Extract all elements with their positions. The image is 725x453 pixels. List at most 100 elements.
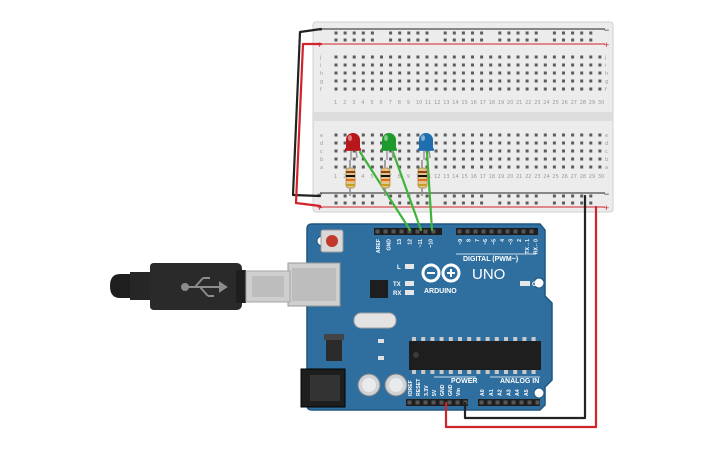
header-pin[interactable] [495,400,500,405]
rail-hole[interactable] [425,194,429,198]
breadboard-hole[interactable] [334,87,338,91]
breadboard-hole[interactable] [534,79,538,83]
breadboard-hole[interactable] [534,141,538,145]
header-pin[interactable] [431,229,436,234]
breadboard-hole[interactable] [543,79,547,83]
breadboard-hole[interactable] [461,87,465,91]
breadboard-hole[interactable] [471,55,474,59]
header-pin[interactable] [431,400,436,405]
breadboard-hole[interactable] [507,149,511,153]
breadboard-hole[interactable] [334,63,338,67]
rail-hole[interactable] [416,31,420,35]
header-pin[interactable] [439,400,444,405]
breadboard-hole[interactable] [480,55,484,59]
rail-hole[interactable] [525,31,529,35]
breadboard-hole[interactable] [589,55,593,59]
breadboard-hole[interactable] [480,157,484,161]
rail-hole[interactable] [389,38,393,42]
breadboard-hole[interactable] [498,63,502,67]
breadboard-hole[interactable] [352,71,356,75]
rail-hole[interactable] [516,201,520,205]
header-pin[interactable] [487,400,492,405]
header-pin[interactable] [383,229,388,234]
breadboard-hole[interactable] [562,71,565,75]
rail-hole[interactable] [425,201,429,205]
breadboard-hole[interactable] [534,55,538,59]
breadboard-hole[interactable] [343,165,347,169]
breadboard-hole[interactable] [370,63,374,67]
breadboard-hole[interactable] [361,165,365,169]
rail-hole[interactable] [398,201,402,205]
breadboard-hole[interactable] [589,133,593,137]
rail-hole[interactable] [498,31,502,35]
breadboard-hole[interactable] [380,55,383,59]
breadboard-hole[interactable] [398,79,402,83]
breadboard-hole[interactable] [443,55,447,59]
breadboard-hole[interactable] [343,141,347,145]
breadboard-hole[interactable] [407,165,411,169]
rail-hole[interactable] [443,194,447,198]
breadboard-hole[interactable] [552,149,556,153]
breadboard-hole[interactable] [525,63,529,67]
header-pin[interactable] [399,229,404,234]
breadboard-hole[interactable] [461,157,465,161]
breadboard-hole[interactable] [334,157,338,161]
header-pin[interactable] [535,400,540,405]
breadboard-hole[interactable] [416,87,420,91]
header-pin[interactable] [503,400,508,405]
header-pin[interactable] [497,229,502,234]
breadboard-hole[interactable] [334,141,338,145]
breadboard-hole[interactable] [380,141,383,145]
header-pin[interactable] [511,400,516,405]
breadboard-hole[interactable] [589,63,593,67]
breadboard-hole[interactable] [416,63,420,67]
breadboard-hole[interactable] [398,55,402,59]
breadboard-hole[interactable] [489,141,493,145]
rail-hole[interactable] [361,201,365,205]
rail-hole[interactable] [461,31,465,35]
breadboard-hole[interactable] [507,133,511,137]
rail-hole[interactable] [580,201,584,205]
breadboard-hole[interactable] [534,165,538,169]
breadboard-hole[interactable] [434,55,438,59]
rail-hole[interactable] [480,31,484,35]
breadboard-hole[interactable] [361,79,365,83]
breadboard-hole[interactable] [452,165,456,169]
rail-hole[interactable] [498,38,502,42]
header-pin[interactable] [407,400,412,405]
rail-hole[interactable] [334,31,338,35]
rail-hole[interactable] [452,31,456,35]
rail-hole[interactable] [507,31,511,35]
rail-hole[interactable] [416,38,420,42]
breadboard-hole[interactable] [498,55,502,59]
breadboard-hole[interactable] [480,87,484,91]
breadboard-hole[interactable] [480,79,484,83]
header-pin[interactable] [513,229,518,234]
rail-hole[interactable] [471,31,474,35]
breadboard-hole[interactable] [425,87,429,91]
breadboard-hole[interactable] [434,87,438,91]
breadboard-hole[interactable] [498,79,502,83]
breadboard-hole[interactable] [516,55,520,59]
breadboard-hole[interactable] [571,55,575,59]
breadboard-hole[interactable] [389,165,393,169]
breadboard-hole[interactable] [516,133,520,137]
rail-hole[interactable] [507,38,511,42]
breadboard-hole[interactable] [416,157,420,161]
led-red[interactable] [345,133,361,160]
breadboard-hole[interactable] [343,55,347,59]
breadboard-hole[interactable] [589,141,593,145]
breadboard-hole[interactable] [389,157,393,161]
rail-hole[interactable] [416,194,420,198]
breadboard-hole[interactable] [516,87,520,91]
breadboard-hole[interactable] [580,55,584,59]
rail-hole[interactable] [425,31,429,35]
breadboard-hole[interactable] [562,63,565,67]
breadboard-hole[interactable] [380,133,383,137]
breadboard-hole[interactable] [389,63,393,67]
breadboard-hole[interactable] [398,87,402,91]
breadboard-hole[interactable] [580,157,584,161]
breadboard-hole[interactable] [471,133,474,137]
breadboard-hole[interactable] [425,79,429,83]
breadboard-hole[interactable] [380,165,383,169]
